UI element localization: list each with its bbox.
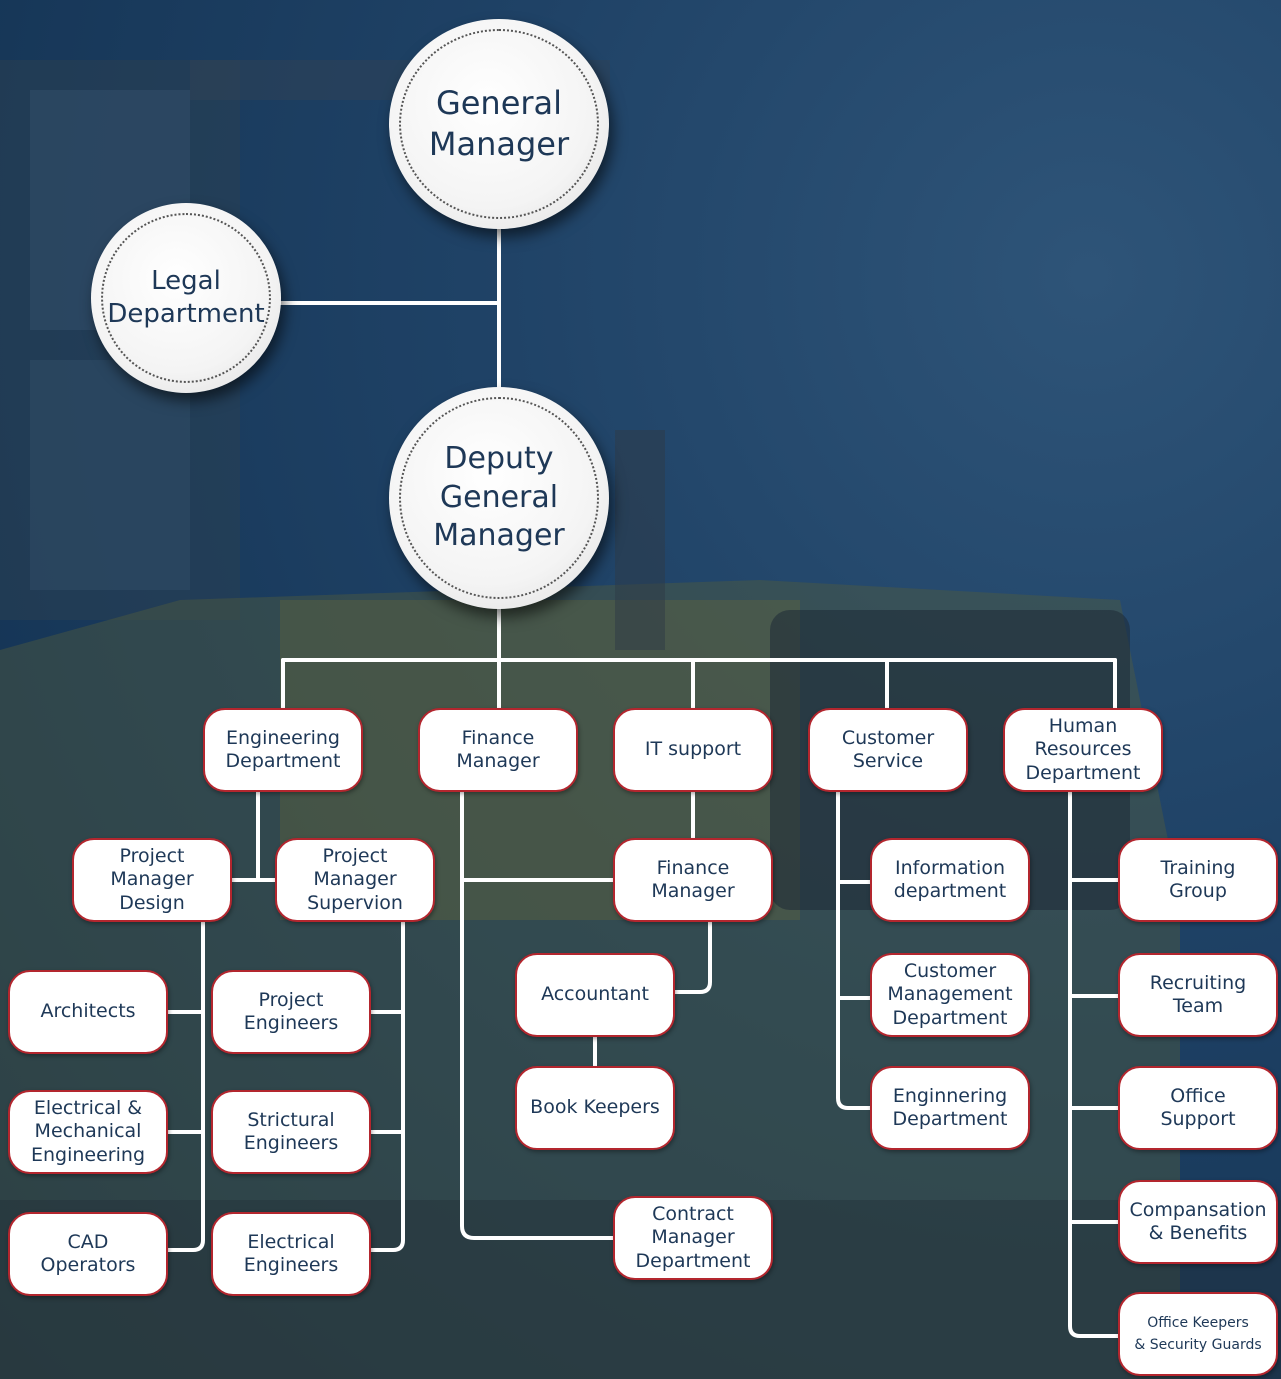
structural-engineers-label: Strictural Engineers bbox=[243, 1108, 339, 1154]
customer-management-label: Customer Management Department bbox=[887, 960, 1013, 1029]
finance-manager-sub-box: Finance Manager bbox=[613, 838, 773, 922]
pm-supervision-label: Project Manager Supervion bbox=[307, 845, 403, 914]
finance-manager-label: Finance Manager bbox=[456, 726, 540, 772]
training-group-box: Training Group bbox=[1118, 838, 1278, 922]
project-engineers-box: Project Engineers bbox=[211, 970, 371, 1054]
deputy-general-manager-node: Deputy General Manager bbox=[389, 387, 609, 609]
pm-design-label: Project Manager Design bbox=[110, 845, 194, 914]
enginnering-department-box: Enginnering Department bbox=[870, 1066, 1030, 1150]
accountant-box: Accountant bbox=[515, 953, 675, 1037]
engineering-department-box: Engineering Department bbox=[203, 708, 363, 792]
it-support-label: IT support bbox=[644, 738, 742, 761]
finance-manager-sub-label: Finance Manager bbox=[651, 856, 735, 902]
customer-management-box: Customer Management Department bbox=[870, 953, 1030, 1037]
human-resources-label: Human Resources Department bbox=[1025, 715, 1141, 784]
legal-department-node: Legal Department bbox=[91, 203, 281, 393]
compensation-benefits-box: Compansation & Benefits bbox=[1118, 1180, 1278, 1264]
book-keepers-label: Book Keepers bbox=[530, 1096, 660, 1119]
training-group-label: Training Group bbox=[1160, 856, 1236, 902]
electrical-mechanical-box: Electrical & Mechanical Engineering bbox=[8, 1090, 168, 1174]
office-keepers-label: Office Keepers & Security Guards bbox=[1134, 1314, 1262, 1353]
customer-service-label: Customer Service bbox=[841, 726, 935, 772]
electrical-engineers-box: Electrical Engineers bbox=[211, 1212, 371, 1296]
compensation-benefits-label: Compansation & Benefits bbox=[1129, 1198, 1267, 1244]
pm-design-box: Project Manager Design bbox=[72, 838, 232, 922]
office-support-label: Office Support bbox=[1160, 1084, 1236, 1130]
information-department-box: Information department bbox=[870, 838, 1030, 922]
book-keepers-box: Book Keepers bbox=[515, 1066, 675, 1150]
human-resources-box: Human Resources Department bbox=[1003, 708, 1163, 792]
contract-manager-label: Contract Manager Department bbox=[635, 1203, 751, 1272]
accountant-label: Accountant bbox=[541, 983, 649, 1006]
finance-manager-box: Finance Manager bbox=[418, 708, 578, 792]
electrical-engineers-label: Electrical Engineers bbox=[243, 1230, 339, 1276]
contract-manager-box: Contract Manager Department bbox=[613, 1196, 773, 1280]
recruiting-team-label: Recruiting Team bbox=[1149, 971, 1247, 1017]
architects-box: Architects bbox=[8, 970, 168, 1054]
deputy-general-manager-label: Deputy General Manager bbox=[433, 441, 565, 554]
office-keepers-box: Office Keepers & Security Guards bbox=[1118, 1292, 1278, 1376]
structural-engineers-box: Strictural Engineers bbox=[211, 1090, 371, 1174]
recruiting-team-box: Recruiting Team bbox=[1118, 953, 1278, 1037]
project-engineers-label: Project Engineers bbox=[243, 988, 339, 1034]
legal-department-label: Legal Department bbox=[107, 265, 265, 329]
engineering-department-label: Engineering Department bbox=[225, 726, 341, 772]
it-support-box: IT support bbox=[613, 708, 773, 792]
office-support-box: Office Support bbox=[1118, 1066, 1278, 1150]
electrical-mechanical-label: Electrical & Mechanical Engineering bbox=[31, 1097, 145, 1166]
architects-label: Architects bbox=[40, 1000, 136, 1023]
pm-supervision-box: Project Manager Supervion bbox=[275, 838, 435, 922]
cad-operators-label: CAD Operators bbox=[40, 1230, 136, 1276]
general-manager-label: General Manager bbox=[428, 84, 570, 163]
enginnering-department-label: Enginnering Department bbox=[892, 1084, 1008, 1130]
information-department-label: Information department bbox=[893, 856, 1007, 902]
cad-operators-box: CAD Operators bbox=[8, 1212, 168, 1296]
general-manager-node: General Manager bbox=[389, 19, 609, 229]
customer-service-box: Customer Service bbox=[808, 708, 968, 792]
